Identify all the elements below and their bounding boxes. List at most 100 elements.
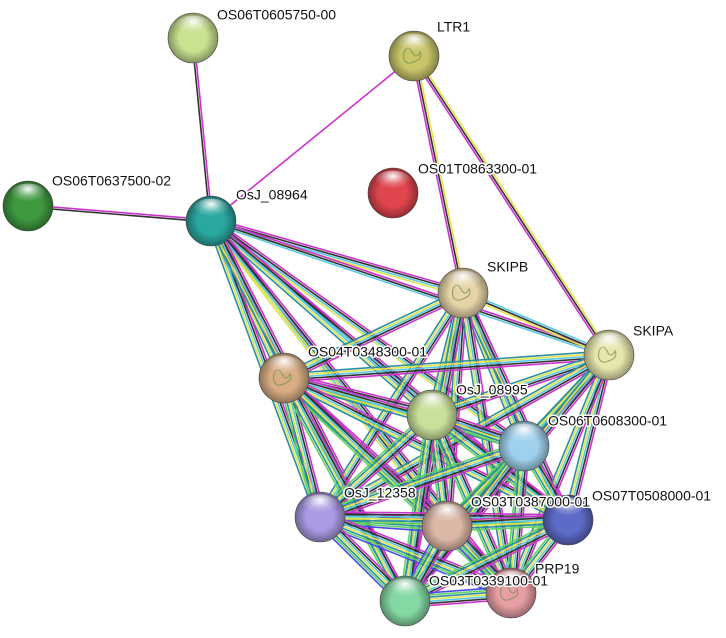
edge-strand [506,353,606,592]
node-os06t0637500-02[interactable] [2,180,54,232]
edge-strand [318,352,609,516]
node-label-osj-08964: OsJ_08964 [236,187,308,203]
node-osj-12358[interactable] [294,491,346,543]
node-prp19[interactable] [485,567,537,619]
edge-strand [321,512,513,590]
edge-strand [210,222,609,358]
label-layer: OS06T0605750-00LTR1OS06T0637500-02OsJ_08… [51,5,713,590]
edge-strand [211,219,464,293]
edge-strand [283,350,609,375]
edge-strand [460,293,510,594]
edge-strand [321,450,526,523]
edge-strand [458,294,565,523]
edge-strand [319,444,524,517]
edge-strand [318,440,523,513]
edge-strand [411,56,608,357]
edge-strand [28,204,212,221]
node-highlight [10,183,46,206]
edge-strand [285,296,466,383]
edge-strand [210,221,463,295]
node-skipb[interactable] [437,267,489,319]
edge-skipa-prp19 [506,353,614,595]
edge-skipb-skipa [461,290,611,358]
node-os01t0863300-01[interactable] [367,167,419,219]
node-os06t0608300-01[interactable] [498,420,550,472]
node-os04t0348300-01[interactable] [258,352,310,404]
node-os03t0387000-01[interactable] [421,500,473,552]
edge-strand [430,350,608,412]
edge-strand [404,518,568,601]
node-highlight [506,423,542,446]
node-ltr1[interactable] [388,30,440,82]
node-osj-08995[interactable] [406,389,458,441]
edge-strand [406,355,612,603]
edge-strand [510,354,610,594]
edge-os06t0605750-00-osj-08964 [191,37,213,222]
edge-strand [407,415,436,602]
edge-strand [209,221,432,418]
edge-strand [207,223,430,419]
edge-strand [508,353,608,593]
node-label-os06t0605750-00: OS06T0605750-00 [217,7,336,23]
edge-strand [448,293,466,527]
edge-strand [464,292,514,593]
node-highlight [429,503,465,526]
edge-strand [27,206,211,223]
node-label-prp19: PRP19 [535,561,580,577]
node-os03t0339100-01[interactable] [379,575,431,627]
edge-strand [406,522,570,605]
edge-strand [466,292,516,593]
edge-strand [210,220,433,416]
edge-strand [320,446,525,519]
edge-osj-08964-skipb [209,217,465,297]
edge-strand [319,292,464,518]
edge-strand [284,375,525,445]
edge-strand [317,522,509,600]
edge-strand [315,410,430,514]
edge-strand [283,292,464,379]
edge-strand [431,354,610,416]
edge-ltr1-skipa [411,54,612,357]
node-label-os01t0863300-01: OS01T0863300-01 [418,161,537,177]
edge-strand [411,56,462,294]
node-highlight [414,392,450,415]
edge-strand [458,293,508,594]
edge-strand [403,414,432,601]
edge-strand [415,54,612,355]
edge-strand [405,415,434,602]
node-highlight [175,15,211,38]
edge-strand [210,55,415,222]
edge-strand [282,290,463,377]
node-highlight [591,332,627,355]
edge-strand [320,514,513,592]
node-highlight [445,270,481,293]
edge-skipb-prp19 [458,292,516,594]
node-highlight [266,355,302,378]
edge-strand [413,55,464,294]
edge-strand [284,358,610,383]
node-highlight [387,578,423,601]
edge-strand [401,414,430,601]
edge-strand [209,223,463,297]
edge-strand [193,37,213,221]
node-highlight [493,570,529,593]
node-label-os04t0348300-01: OS04T0348300-01 [308,344,427,360]
edge-strand [463,290,611,354]
node-osj-08964[interactable] [185,195,237,247]
node-highlight [375,170,411,193]
edge-strand [320,448,526,521]
edge-strand [413,55,610,356]
edge-strand [211,218,610,354]
edge-strand [399,414,428,601]
node-highlight [302,494,338,517]
edge-strand [430,415,511,594]
edge-osj-08964-skipa [210,218,610,358]
edge-strand [283,354,610,379]
edge-strand [321,416,435,520]
node-os06t0605750-00[interactable] [167,12,219,64]
edge-osj-08964-ltr1 [210,55,415,222]
edge-strand [403,516,567,599]
node-skipa[interactable] [583,329,635,381]
node-os07t0508000-01[interactable] [542,494,594,546]
edge-strand [462,292,512,594]
